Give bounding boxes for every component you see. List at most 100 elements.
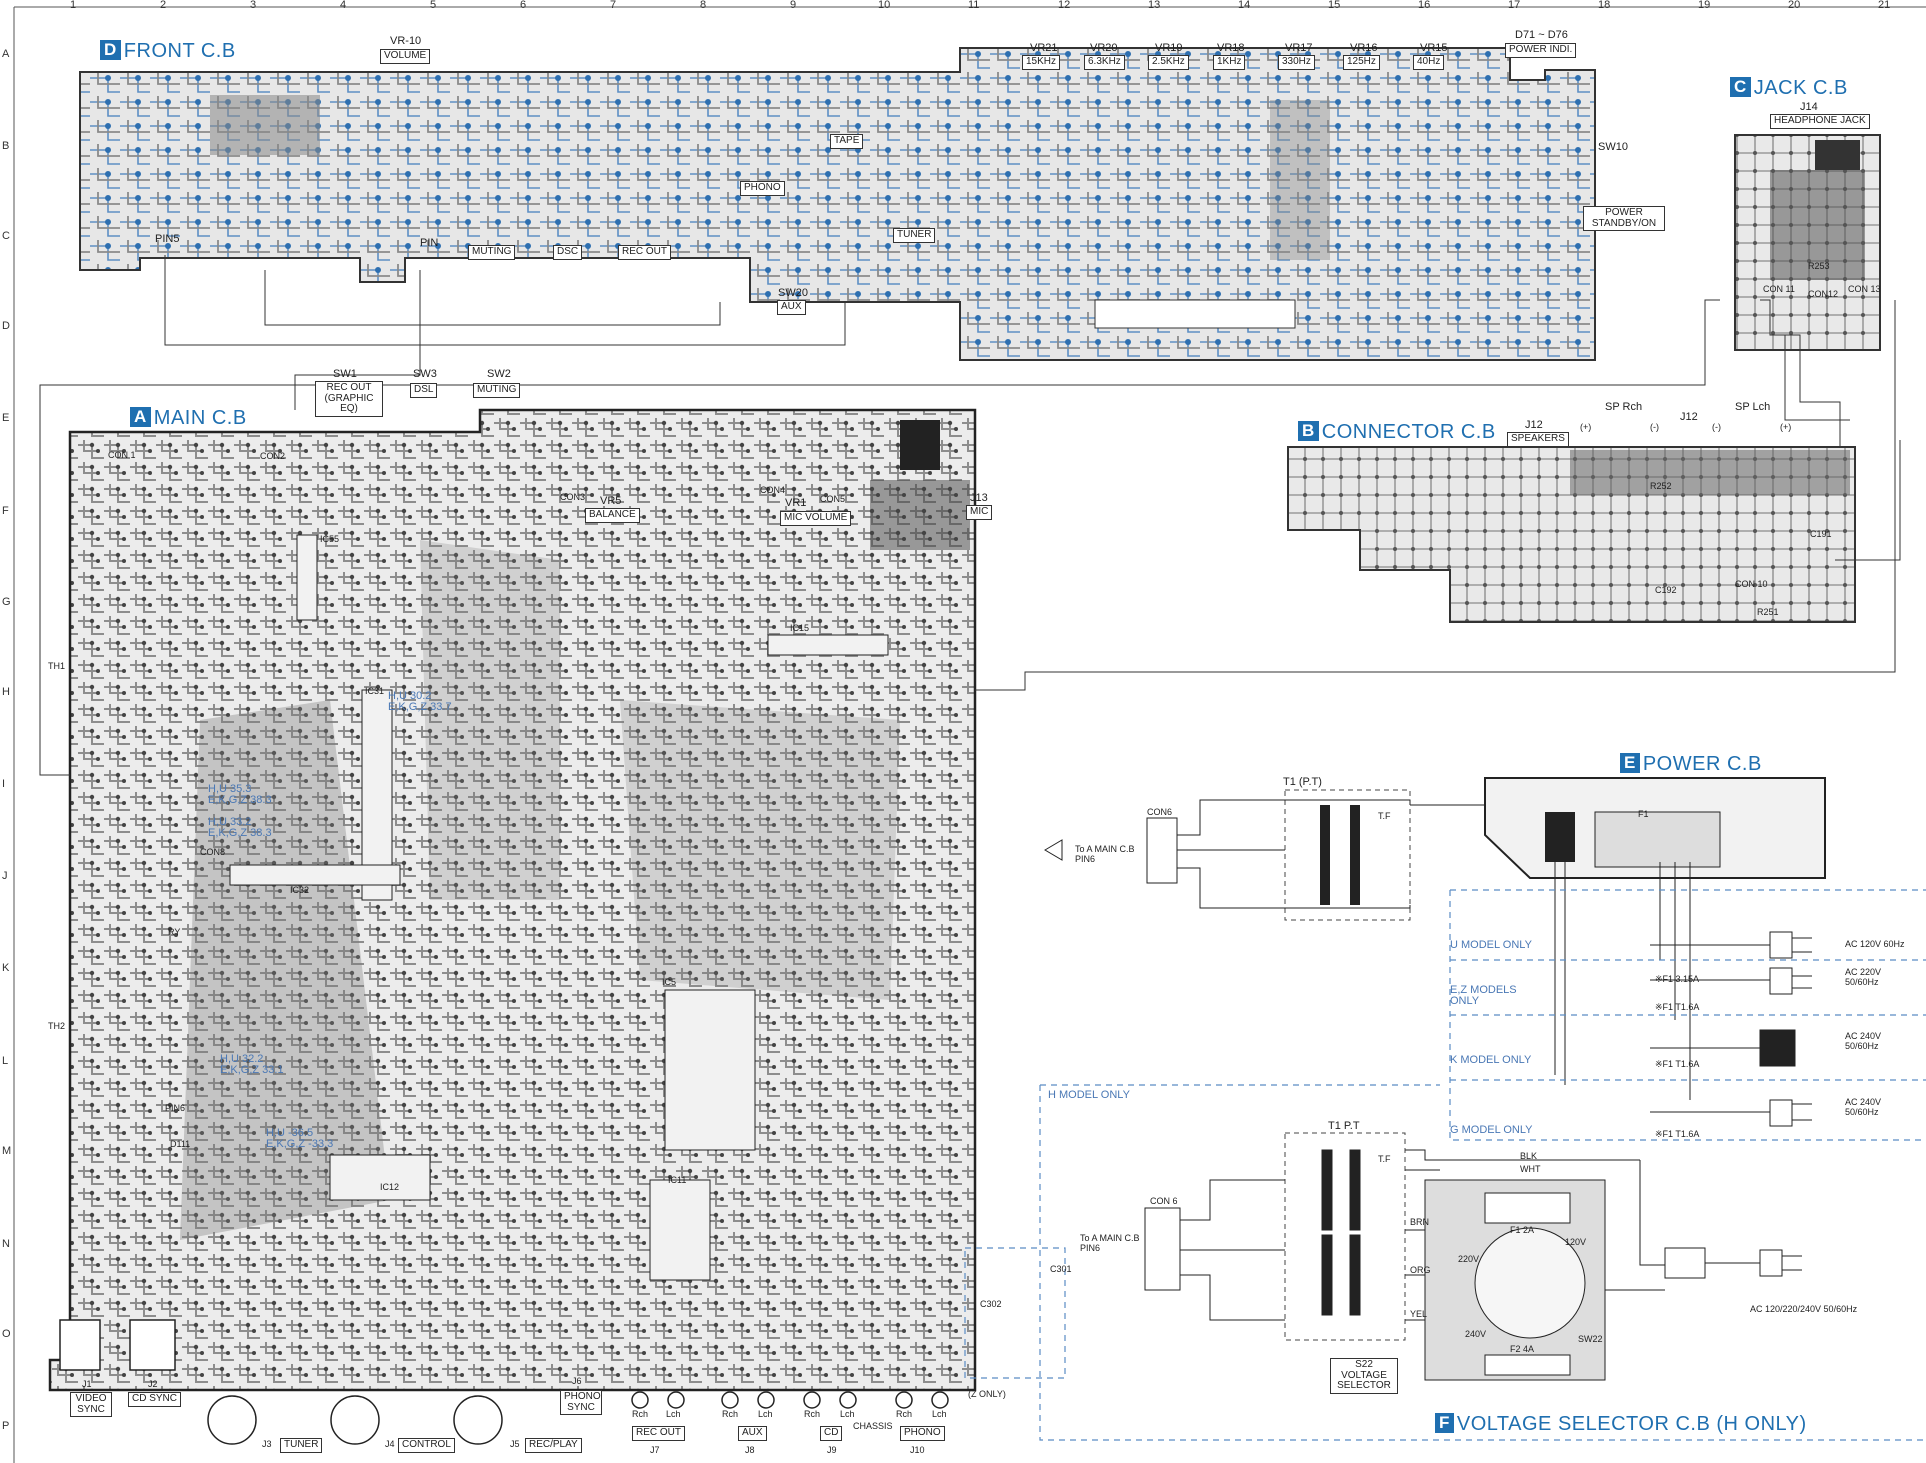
grid-col-15: 15 [1328, 0, 1341, 11]
headphone-jack-label: HEADPHONE JACK [1770, 114, 1870, 129]
vr21-label: VR21 [1030, 42, 1058, 54]
ic12-label: IC12 [380, 1182, 400, 1192]
lch-j8: Lch [758, 1409, 773, 1419]
con5-label: CON5 [820, 494, 846, 504]
grid-row-h: H [2, 686, 10, 698]
j12-label-2: J12 [1680, 411, 1698, 423]
grid-col-13: 13 [1148, 0, 1161, 11]
jack-j8-id: J8 [745, 1445, 755, 1455]
connector-name: CONNECTOR C.B [1321, 421, 1496, 443]
ry-label: RY [168, 927, 181, 937]
model-ez-fuse: ※F1 T1.6A [1655, 1002, 1700, 1012]
grid-col-21: 21 [1878, 0, 1891, 11]
vr15-freq: 40Hz [1413, 55, 1445, 70]
grid-col-3: 3 [250, 0, 257, 11]
power-name: POWER C.B [1642, 753, 1762, 775]
jack-board [1734, 134, 1881, 351]
grid-col-20: 20 [1788, 0, 1801, 11]
grid-col-11: 11 [968, 0, 980, 11]
h-f2-label: F2 4A [1510, 1344, 1535, 1354]
vr16-label: VR16 [1350, 42, 1378, 54]
model-k-fuse: ※F1 T1.6A [1655, 1059, 1700, 1069]
sw10-label: SW10 [1598, 141, 1628, 153]
volume-label: VOLUME [380, 49, 431, 64]
j14-label: J14 [1800, 101, 1818, 113]
balance-label: BALANCE [585, 508, 640, 523]
con6-label: CON6 [1147, 807, 1173, 817]
sw20-label: SW20 [778, 287, 808, 299]
connector-badge: B [1298, 421, 1319, 441]
h-120v-label: 120V [1565, 1237, 1587, 1247]
rec-out-geq-label: REC OUT (GRAPHIC EQ) [315, 381, 383, 417]
c302-label: C302 [980, 1299, 1002, 1309]
jack-j7-name: REC OUT [632, 1426, 685, 1441]
grid-col-4: 4 [340, 0, 347, 11]
c301-label: C301 [1050, 1264, 1072, 1274]
blk-label: BLK [1520, 1151, 1538, 1161]
jack-j10-name: PHONO [900, 1426, 945, 1441]
model-k-ac: AC 240V 50/60Hz [1845, 1031, 1882, 1051]
grid-row-p: P [2, 1420, 10, 1432]
org-label: ORG [1410, 1265, 1431, 1275]
r251-label: R251 [1757, 607, 1779, 617]
model-k-label: K MODEL ONLY [1450, 1054, 1532, 1066]
grid-row-b: B [2, 140, 10, 152]
grid-col-2: 2 [160, 0, 167, 11]
grid-col-17: 17 [1508, 0, 1521, 11]
vr1-label: VR1 [785, 497, 807, 509]
volt-note-9: H,U -36.5 [266, 1127, 314, 1139]
vr20-freq: 6.3KHz [1084, 55, 1125, 70]
vr20-label: VR20 [1090, 42, 1118, 54]
con2-label: CON2 [260, 451, 286, 461]
vr5-label: VR5 [600, 495, 622, 507]
jack-j5-id: J5 [510, 1439, 520, 1449]
grid-row-l: L [2, 1055, 9, 1067]
model-g-label: G MODEL ONLY [1450, 1124, 1533, 1136]
ic5-label: IC5 [662, 977, 677, 987]
grid-row-k: K [2, 962, 10, 974]
sp-lch-plus: (+) [1780, 422, 1792, 432]
grid-row-e: E [2, 412, 10, 424]
jack-j6-name: PHONO SYNC [560, 1390, 602, 1415]
grid-row-n: N [2, 1238, 10, 1250]
h-model-area [964, 1084, 1926, 1441]
grid-col-8: 8 [700, 0, 707, 11]
voltage-badge: F [1435, 1413, 1454, 1433]
mic-volume-label: MIC VOLUME [780, 511, 852, 526]
model-u-fuse: ※F1 3.15A [1655, 974, 1700, 984]
h-240v-label: 240V [1465, 1329, 1487, 1339]
power-board [1044, 777, 1826, 1100]
d111-label: D111 [170, 1139, 191, 1149]
model-ez-label: E,Z MODELS ONLY [1450, 984, 1517, 1007]
grid-col-16: 16 [1418, 0, 1431, 11]
jack-j10-id: J10 [910, 1445, 925, 1455]
vr18-freq: 1KHz [1213, 55, 1246, 70]
sp-rch-minus: (-) [1650, 422, 1659, 432]
rch-j9: Rch [804, 1409, 821, 1419]
sw2-label: SW2 [487, 368, 511, 380]
volt-note-1: H,U 30.2 [388, 690, 432, 702]
lch-j9: Lch [840, 1409, 855, 1419]
grid-col-10: 10 [878, 0, 891, 11]
con12-label: CON12 [1808, 289, 1839, 299]
voltage-suffix: (H ONLY) [1716, 1413, 1807, 1435]
h-model-title: H MODEL ONLY [1048, 1089, 1130, 1101]
front-muting-label: MUTING [468, 245, 516, 260]
d71-d76-label: D71 ~ D76 [1515, 29, 1568, 41]
vr19-freq: 2.5KHz [1148, 55, 1189, 70]
model-u-label: U MODEL ONLY [1450, 939, 1532, 951]
model-g-ac: AC 240V 50/60Hz [1845, 1097, 1882, 1117]
r253-label: R253 [1808, 261, 1830, 271]
volt-note-2: E,K,G,Z 33.7 [388, 701, 452, 713]
con3-label: CON3 [560, 492, 586, 502]
con13-label: CON 13 [1848, 284, 1881, 294]
h-f1-label: F1 2A [1510, 1225, 1535, 1235]
vr18-label: VR18 [1217, 42, 1245, 54]
jack-j8-name: AUX [738, 1426, 767, 1441]
dsl-label: DSL [410, 383, 438, 398]
